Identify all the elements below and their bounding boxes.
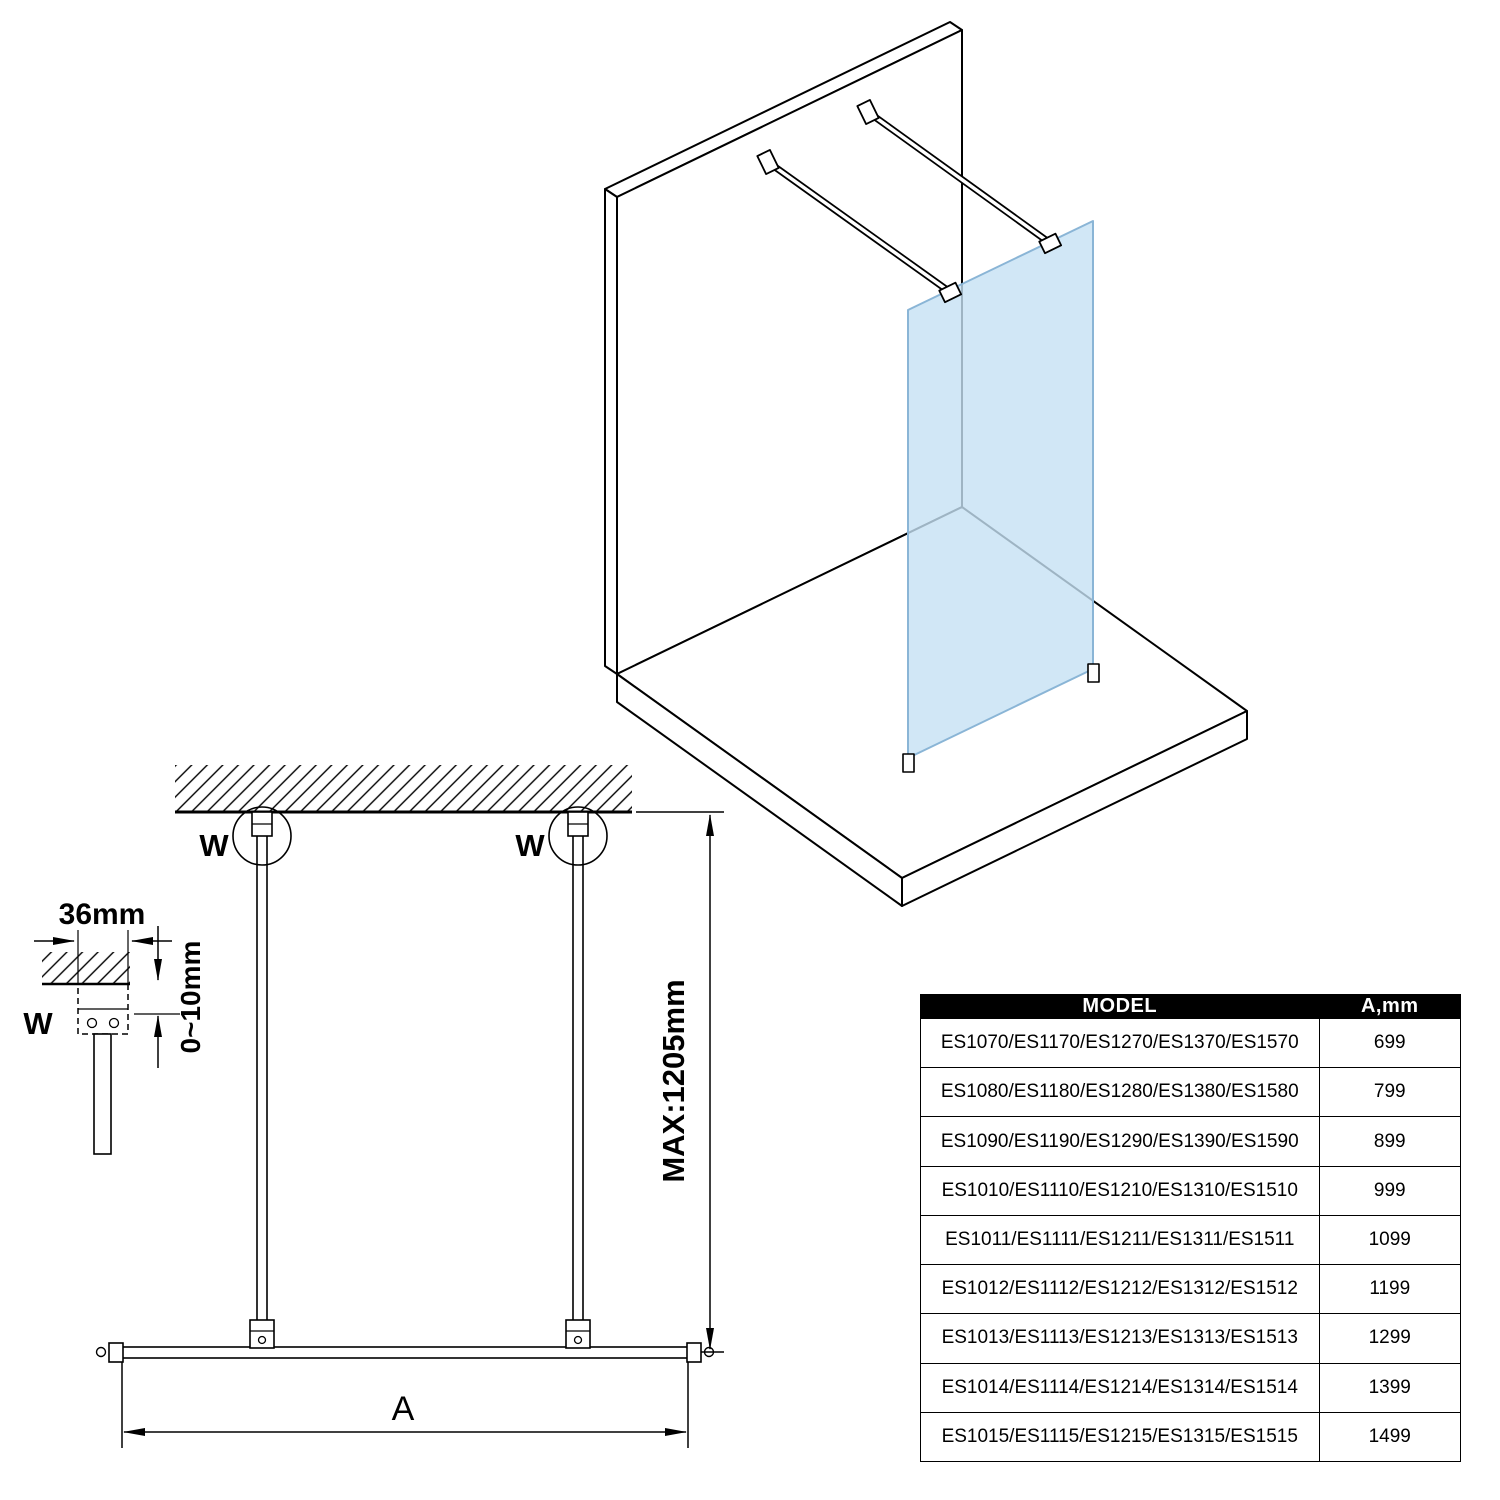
table-row: ES1014/ES1114/ES1214/ES1314/ES1514 1399 (920, 1362, 1462, 1413)
a-value-cell: 1499 (1318, 1411, 1462, 1463)
glass-foot-right (1087, 663, 1100, 683)
wall-mount-bracket-back (856, 99, 880, 125)
support-rod-left (256, 811, 268, 1348)
a-value-cell: 699 (1318, 1017, 1462, 1069)
detail-adjust-label: 0~10mm (175, 941, 206, 1054)
ceiling-hatch-detail (42, 952, 130, 984)
table-row: ES1013/ES1113/ES1213/ES1313/ES1513 1299 (920, 1313, 1462, 1364)
ceiling-hatch (175, 765, 632, 812)
support-bar-back (865, 109, 1053, 246)
stabilizer-bar (121, 1346, 689, 1359)
w-label-left: W (199, 828, 229, 863)
bracket-screw-right (108, 1017, 120, 1029)
a-value-cell: 799 (1318, 1067, 1462, 1118)
bar-end-screw-left (95, 1346, 107, 1358)
front-view: W W MAX:1 (23, 765, 724, 1448)
floor-front-face (901, 710, 1248, 907)
a-value-cell: 999 (1318, 1165, 1462, 1216)
model-cell: ES1010/ES1110/ES1210/ES1310/ES1510 (920, 1165, 1320, 1216)
table-header-model: MODEL (920, 994, 1320, 1019)
rod-bar-clamp-left (249, 1319, 275, 1349)
table-row: ES1012/ES1112/ES1212/ES1312/ES1512 1199 (920, 1264, 1462, 1315)
table-row: ES1070/ES1170/ES1270/ES1370/ES1570 699 (920, 1017, 1462, 1069)
model-cell: ES1014/ES1114/ES1214/ES1314/ES1514 (920, 1362, 1320, 1413)
table-header-row: MODEL A,mm (920, 994, 1462, 1019)
w-label-right: W (515, 828, 545, 863)
a-value-cell: 899 (1318, 1116, 1462, 1167)
ceiling-mount-detail: 36mm 0~10mm W (23, 898, 206, 1155)
detail-callout-circle-right (548, 806, 608, 866)
model-cell: ES1012/ES1112/ES1212/ES1312/ES1512 (920, 1264, 1320, 1315)
rod-bar-clamp-right (565, 1319, 591, 1349)
max-height-dimension: MAX:1205mm (636, 811, 724, 1353)
model-size-table: MODEL A,mm ES1070/ES1170/ES1270/ES1370/E… (920, 994, 1462, 1463)
wall-mount-bracket-front (756, 149, 780, 175)
isometric-view (604, 21, 1248, 907)
glass-panel (907, 220, 1094, 759)
glass-clamp-back (1038, 232, 1063, 255)
model-cell: ES1013/ES1113/ES1213/ES1313/ES1513 (920, 1313, 1320, 1364)
width-dimension: A (121, 1362, 689, 1448)
bar-end-cap-left (108, 1342, 124, 1363)
model-cell: ES1090/ES1190/ES1290/ES1390/ES1590 (920, 1116, 1320, 1167)
model-cell: ES1011/ES1111/ES1211/ES1311/ES1511 (920, 1214, 1320, 1266)
support-bar-front (765, 159, 953, 295)
table-row: ES1010/ES1110/ES1210/ES1310/ES1510 999 (920, 1165, 1462, 1216)
bar-end-cap-right (686, 1342, 702, 1363)
a-value-cell: 1199 (1318, 1264, 1462, 1315)
bracket-screw-left (86, 1017, 98, 1029)
glass-foot-left (902, 753, 915, 773)
a-value-cell: 1299 (1318, 1313, 1462, 1364)
table-row: ES1090/ES1190/ES1290/ES1390/ES1590 899 (920, 1116, 1462, 1167)
a-value-cell: 1399 (1318, 1362, 1462, 1413)
width-label: A (392, 1390, 415, 1428)
table-row: ES1080/ES1180/ES1280/ES1380/ES1580 799 (920, 1067, 1462, 1118)
detail-callout-circle-left (232, 806, 292, 866)
table-header-a: A,mm (1318, 994, 1462, 1019)
table-row: ES1015/ES1115/ES1215/ES1315/ES1515 1499 (920, 1411, 1462, 1463)
max-height-label: MAX:1205mm (656, 979, 691, 1182)
w-label-detail: W (23, 1006, 53, 1041)
wall-side-face (604, 188, 618, 675)
table-row: ES1011/ES1111/ES1211/ES1311/ES1511 1099 (920, 1214, 1462, 1266)
detail-36mm-label: 36mm (59, 898, 146, 931)
rod-detail (93, 1033, 112, 1155)
glass-clamp-front (938, 281, 963, 304)
model-cell: ES1080/ES1180/ES1280/ES1380/ES1580 (920, 1067, 1320, 1118)
a-value-cell: 1099 (1318, 1214, 1462, 1266)
model-cell: ES1015/ES1115/ES1215/ES1315/ES1515 (920, 1411, 1320, 1463)
support-rod-right (572, 811, 584, 1348)
model-cell: ES1070/ES1170/ES1270/ES1370/ES1570 (920, 1017, 1320, 1069)
